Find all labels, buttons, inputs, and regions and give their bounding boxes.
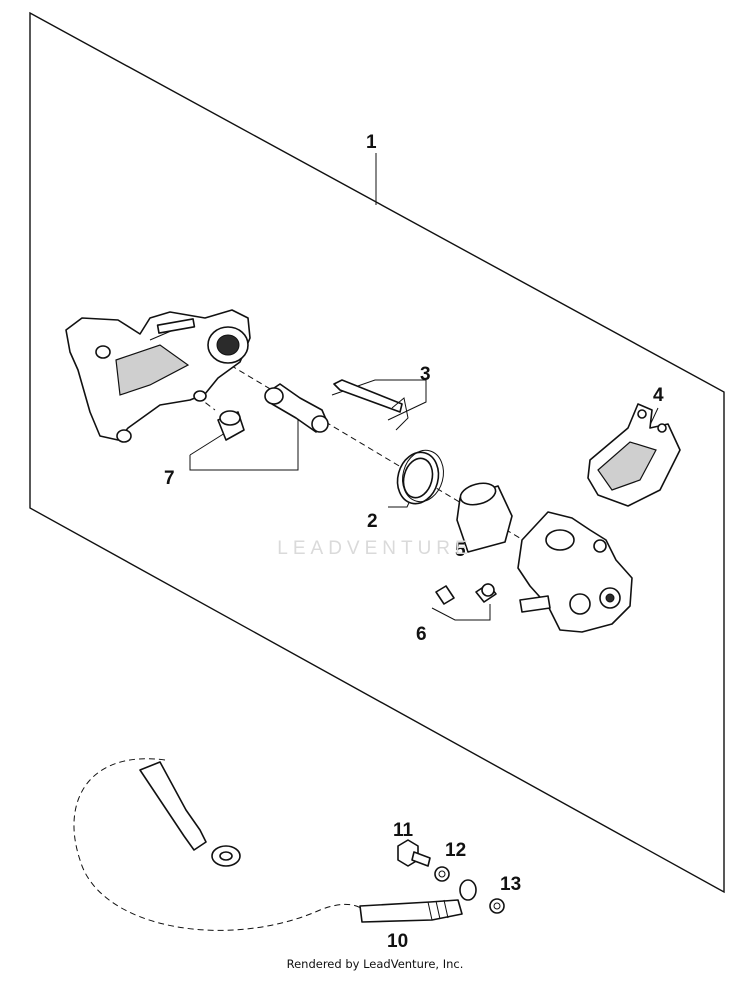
callout-11: 11 <box>393 820 414 841</box>
callout-10: 10 <box>387 931 408 952</box>
callout-3: 3 <box>420 364 431 385</box>
render-credit: Rendered by LeadVenture, Inc. <box>286 957 464 971</box>
callout-labels: 1 2 3 4 5 6 7 10 11 12 13 <box>164 132 664 952</box>
washers <box>434 866 505 914</box>
caliper-body <box>517 511 633 633</box>
caliper-bracket <box>65 309 251 443</box>
callout-2: 2 <box>367 511 378 532</box>
callout-6: 6 <box>416 624 427 645</box>
callout-12: 12 <box>445 840 466 861</box>
brake-pads <box>587 403 681 507</box>
watermark-text: LEADVENTURE <box>277 538 473 559</box>
brake-hose <box>73 758 477 931</box>
callout-5: 5 <box>455 540 466 561</box>
callout-13: 13 <box>500 874 521 895</box>
callout-1: 1 <box>366 132 377 153</box>
callout-7: 7 <box>164 468 175 489</box>
slide-pin <box>264 383 329 433</box>
piston-seals <box>396 449 444 505</box>
callout-4: 4 <box>653 385 664 406</box>
banjo-bolt <box>397 839 431 867</box>
kit-outline <box>29 11 725 894</box>
rubber-boot <box>217 410 245 441</box>
pad-pin <box>333 379 409 431</box>
piston <box>456 482 513 553</box>
bleeder-valve <box>435 583 497 605</box>
